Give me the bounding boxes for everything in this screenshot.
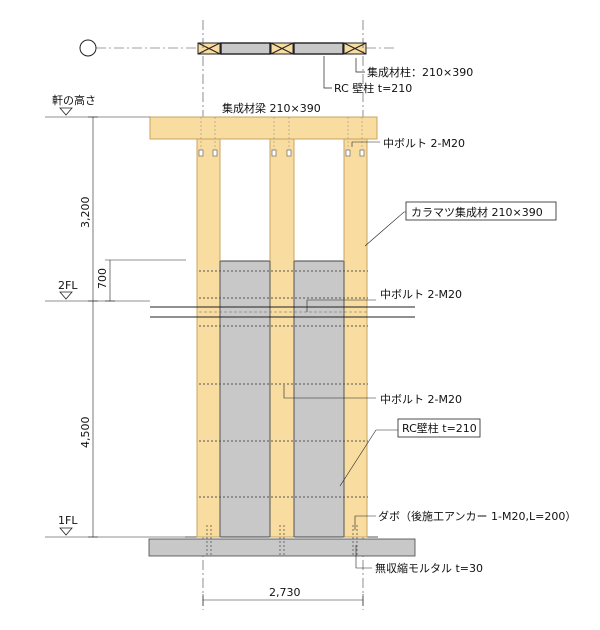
dowel-leader xyxy=(354,515,376,530)
vertical-dimension-lines xyxy=(88,116,186,538)
rc-wall-label-box xyxy=(397,418,481,438)
plan-rc-label: RC 壁柱 t=210 xyxy=(334,81,412,95)
beam-bolt-hidden-lines xyxy=(200,117,363,150)
timber-beam xyxy=(149,116,378,140)
mortar-leader xyxy=(355,545,372,569)
bolt-rows xyxy=(199,270,368,498)
horizontal-dimension-line xyxy=(202,594,364,606)
timber-column-left xyxy=(196,138,221,538)
dimension-overlap: 700 xyxy=(96,268,109,289)
bolt-mid-leader xyxy=(306,299,376,312)
dimension-lower: 4,500 xyxy=(79,417,92,449)
plan-column-label: 集成材柱：210×390 xyxy=(367,65,473,79)
level-eave: 軒の高さ xyxy=(45,93,150,118)
larch-leader xyxy=(364,211,409,247)
level-1fl: 1FL xyxy=(45,514,185,538)
timber-column-right xyxy=(343,138,368,538)
bolt-low-leader xyxy=(283,385,376,399)
dowel-label: ダボ（後施工アンカー 1-M20,L=200） xyxy=(378,509,576,523)
dimension-width: 2,730 xyxy=(269,586,301,599)
plan-rc-leader xyxy=(323,56,332,89)
timber-columns xyxy=(196,138,368,538)
bolt-top-leader xyxy=(351,141,380,147)
plan-timber-cells xyxy=(197,42,367,55)
dimension-upper: 3,200 xyxy=(79,197,92,229)
eave-level-label: 軒の高さ xyxy=(52,93,96,107)
floor-slab-lines xyxy=(150,306,415,318)
grid-axis-marker xyxy=(79,39,97,57)
rc-wall-panel-right xyxy=(293,260,345,538)
timber-column-middle xyxy=(269,138,295,538)
mortar-label: 無収縮モルタル t=30 xyxy=(375,561,483,575)
rc-wall-leader xyxy=(339,429,398,487)
bolt-mid-label: 中ボルト 2-M20 xyxy=(380,288,462,301)
second-floor-label: 2FL xyxy=(58,279,78,292)
bolt-top-label: 中ボルト 2-M20 xyxy=(383,137,465,150)
larch-label-box xyxy=(405,201,557,221)
larch-label: カラマツ集成材 210×390 xyxy=(411,205,543,219)
first-floor-label: 1FL xyxy=(58,514,78,527)
rc-wall-panel-left xyxy=(219,260,271,538)
plan-rc-cells xyxy=(220,42,344,55)
beam-label: 集成材梁 210×390 xyxy=(222,101,321,115)
base-dowels xyxy=(206,525,358,555)
concrete-foundation xyxy=(148,538,416,557)
level-2fl: 2FL xyxy=(45,279,150,302)
plan-column-leader xyxy=(355,58,365,73)
plan-view: 集成材柱：210×390 RC 壁柱 t=210 xyxy=(79,39,473,95)
bolt-low-label: 中ボルト 2-M20 xyxy=(380,393,462,406)
rc-wall-label: RC壁柱 t=210 xyxy=(402,421,477,435)
